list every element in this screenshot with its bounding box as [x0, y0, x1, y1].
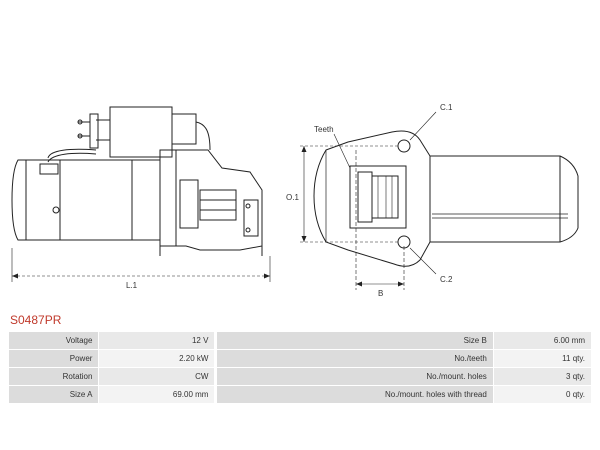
o1-label: O.1 [286, 193, 299, 202]
spec-label: Size A [7, 385, 100, 404]
c2-label: C.2 [440, 275, 453, 284]
spec-value: 12 V [98, 331, 216, 350]
b-label: B [378, 289, 383, 298]
spec-value: 69.00 mm [98, 385, 216, 404]
spec-value: 3 qty. [492, 367, 593, 386]
c1-label: C.1 [440, 103, 453, 112]
spec-value: 11 qty. [492, 349, 593, 368]
spec-label: No./mount. holes [216, 367, 494, 386]
spec-value: 6.00 mm [492, 331, 593, 350]
table-row: Rotation CW No./mount. holes 3 qty. [7, 367, 593, 386]
spec-label: Voltage [7, 331, 100, 350]
table-row: Voltage 12 V Size B 6.00 mm [7, 331, 593, 350]
spec-value: 2.20 kW [98, 349, 216, 368]
spec-label: No./teeth [216, 349, 494, 368]
spec-label: Power [7, 349, 100, 368]
part-code: S0487PR [10, 313, 62, 327]
starter-front-view [300, 111, 579, 290]
specs-table: Voltage 12 V Size B 6.00 mm Power 2.20 k… [7, 331, 593, 404]
starter-side-view [11, 106, 271, 282]
table-row: Power 2.20 kW No./teeth 11 qty. [7, 349, 593, 368]
spec-label: Size B [216, 331, 494, 350]
table-row: Size A 69.00 mm No./mount. holes with th… [7, 385, 593, 404]
starter-technical-drawing: C.1 C.2 Teeth O.1 L.1 B [11, 103, 579, 298]
l1-label: L.1 [126, 281, 138, 290]
spec-label: No./mount. holes with thread [216, 385, 494, 404]
spec-value: 0 qty. [492, 385, 593, 404]
spec-value: CW [98, 367, 216, 386]
teeth-label: Teeth [314, 125, 334, 134]
spec-label: Rotation [7, 367, 100, 386]
